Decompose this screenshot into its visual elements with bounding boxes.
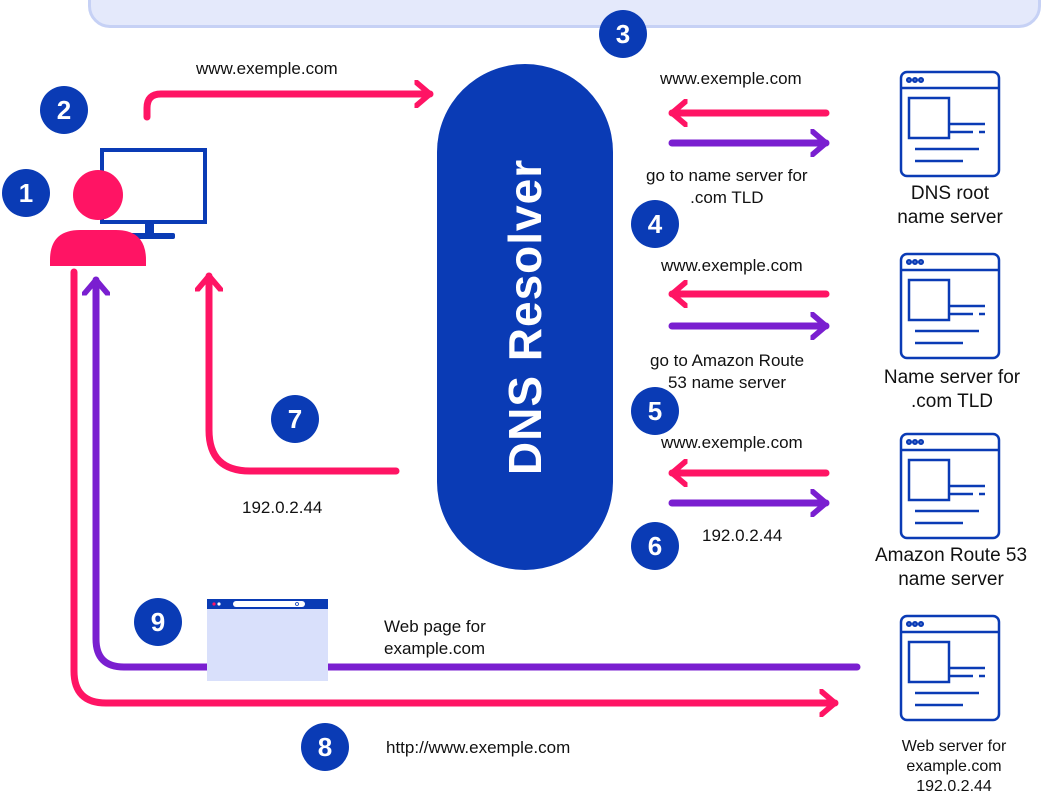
label-route53-server: Amazon Route 53 name server xyxy=(874,545,1028,590)
label-http-request: http://www.exemple.com xyxy=(386,738,571,757)
step-badge-4: 4 xyxy=(631,200,679,248)
label-root-reply: go to name server for .com TLD xyxy=(646,166,808,207)
label-tld-server: Name server for .com TLD xyxy=(883,367,1021,412)
label-query-client: www.exemple.com xyxy=(196,59,338,78)
arrow-resolver-to-client xyxy=(209,272,400,475)
arrow-http-request xyxy=(70,268,839,703)
label-ip-to-client: 192.0.2.44 xyxy=(242,498,323,517)
step-badge-9: 9 xyxy=(134,598,182,646)
client-icon xyxy=(50,148,207,266)
arrow-client-to-resolver xyxy=(143,94,434,121)
browser-window-icon xyxy=(207,599,328,681)
step-badge-2: 2 xyxy=(40,86,88,134)
label-query-tld: www.exemple.com xyxy=(661,256,803,275)
step-badge-8: 8 xyxy=(301,723,349,771)
step-badge-3: 3 xyxy=(599,10,647,58)
route53-server-icon xyxy=(899,432,1001,540)
top-banner xyxy=(88,0,1041,28)
step-badge-5: 5 xyxy=(631,387,679,435)
root-server-icon xyxy=(899,70,1001,178)
arrow-webpage-to-client xyxy=(96,276,861,671)
step-badge-7: 7 xyxy=(271,395,319,443)
dns-resolver-label: DNS Resolver xyxy=(499,158,551,476)
label-query-route53: www.exemple.com xyxy=(661,433,803,452)
label-query-root: www.exemple.com xyxy=(660,69,802,88)
label-route53-reply: 192.0.2.44 xyxy=(702,526,783,545)
label-web-server: Web server for example.com 192.0.2.44 xyxy=(901,738,1007,795)
tld-server-icon xyxy=(899,252,1001,360)
step-badge-1: 1 xyxy=(2,169,50,217)
dns-resolver-box xyxy=(437,64,613,570)
web-server-icon xyxy=(899,614,1001,722)
label-tld-reply: go to Amazon Route 53 name server xyxy=(650,351,805,392)
label-web-page: Web page for example.com xyxy=(384,617,486,658)
label-root-server: DNS root name server xyxy=(897,183,1003,228)
step-badge-6: 6 xyxy=(631,522,679,570)
